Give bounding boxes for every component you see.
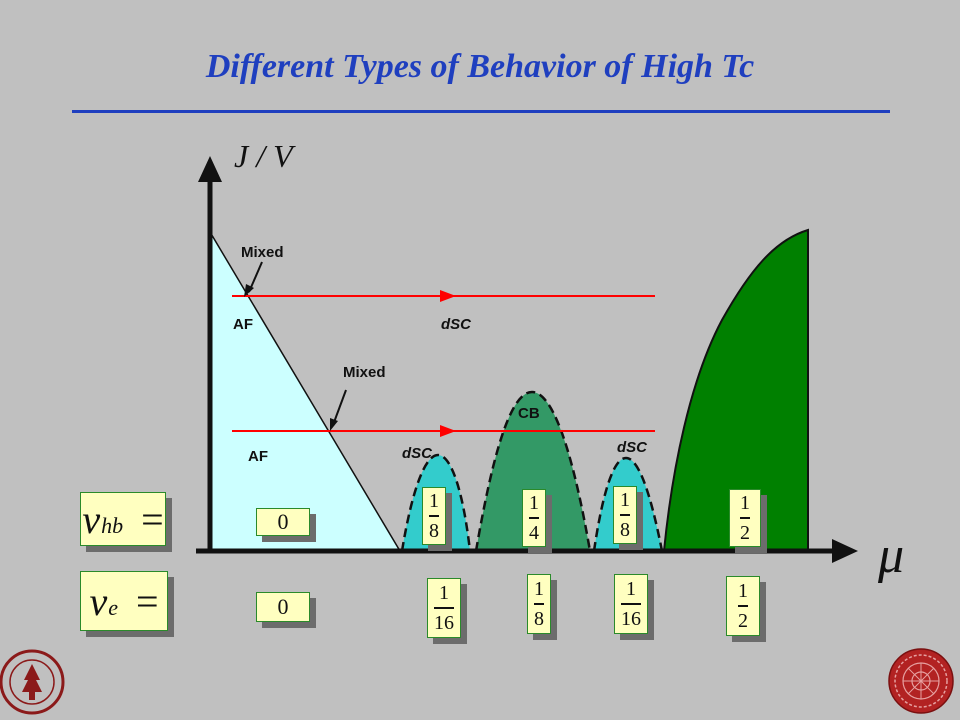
- nu-hb-symbol: ν: [82, 496, 101, 542]
- frac-denominator: 8: [620, 518, 630, 541]
- title-underline: [72, 110, 890, 113]
- university-seal-logo: [0, 649, 65, 715]
- frac-numerator: 1: [626, 578, 636, 601]
- tree-seal-icon: [0, 649, 65, 715]
- frac-numerator: 1: [620, 489, 630, 512]
- upper-mixed-pointer-head: [244, 284, 254, 297]
- frac-numerator: 1: [529, 492, 539, 515]
- x-axis-label: μ: [878, 527, 905, 584]
- upper-mixed-label: Mixed: [241, 244, 284, 261]
- lower-mixed-pointer-head: [330, 418, 338, 431]
- nu-e-equals: =: [135, 578, 159, 624]
- nu-hb-equals: =: [141, 496, 164, 542]
- slide-title: Different Types of Behavior of High Tc: [205, 48, 755, 85]
- frac-numerator: 1: [740, 492, 750, 515]
- lower-af-label: AF: [248, 448, 268, 465]
- af-region: [209, 229, 402, 552]
- frac-denominator: 8: [534, 607, 544, 630]
- frac-denominator: 8: [429, 519, 439, 542]
- frac-denominator: 16: [621, 607, 641, 630]
- nu-e-value-0-text: 0: [277, 594, 289, 619]
- dsc-left-label: dSC: [402, 445, 432, 462]
- lower-arrowhead: [440, 425, 456, 437]
- nu-e-subscript: e: [108, 594, 118, 620]
- lower-mixed-pointer: [332, 389, 347, 426]
- nu-e-symbol: ν: [89, 578, 108, 624]
- frac-numerator: 1: [534, 578, 544, 601]
- frac-denominator: 2: [738, 609, 748, 632]
- frac-denominator: 4: [529, 521, 539, 544]
- nu-hb-value-0-text: 0: [277, 509, 289, 534]
- lower-mixed-label: Mixed: [343, 364, 386, 381]
- y-axis-label: J / V: [234, 138, 293, 174]
- upper-dsc-label: dSC: [441, 316, 471, 333]
- dsc-right-label: dSC: [617, 439, 647, 456]
- frac-numerator: 1: [429, 490, 439, 513]
- frac-numerator: 1: [439, 582, 449, 605]
- upper-arrowhead: [440, 290, 456, 302]
- nu-hb-value-0: 0: [256, 508, 310, 536]
- frac-denominator: 16: [434, 611, 454, 634]
- nu-e-value-0: 0: [256, 592, 310, 622]
- frac-numerator: 1: [738, 580, 748, 603]
- x-axis-arrowhead: [832, 539, 858, 563]
- large-region: [662, 228, 809, 552]
- ornament-icon: [888, 648, 954, 714]
- upper-af-label: AF: [233, 316, 253, 333]
- y-axis-arrowhead: [198, 156, 222, 182]
- cb-label: CB: [518, 405, 540, 422]
- ornamental-seal-logo: [888, 648, 954, 714]
- nu-hb-subscript: hb: [101, 512, 124, 538]
- frac-denominator: 2: [740, 521, 750, 544]
